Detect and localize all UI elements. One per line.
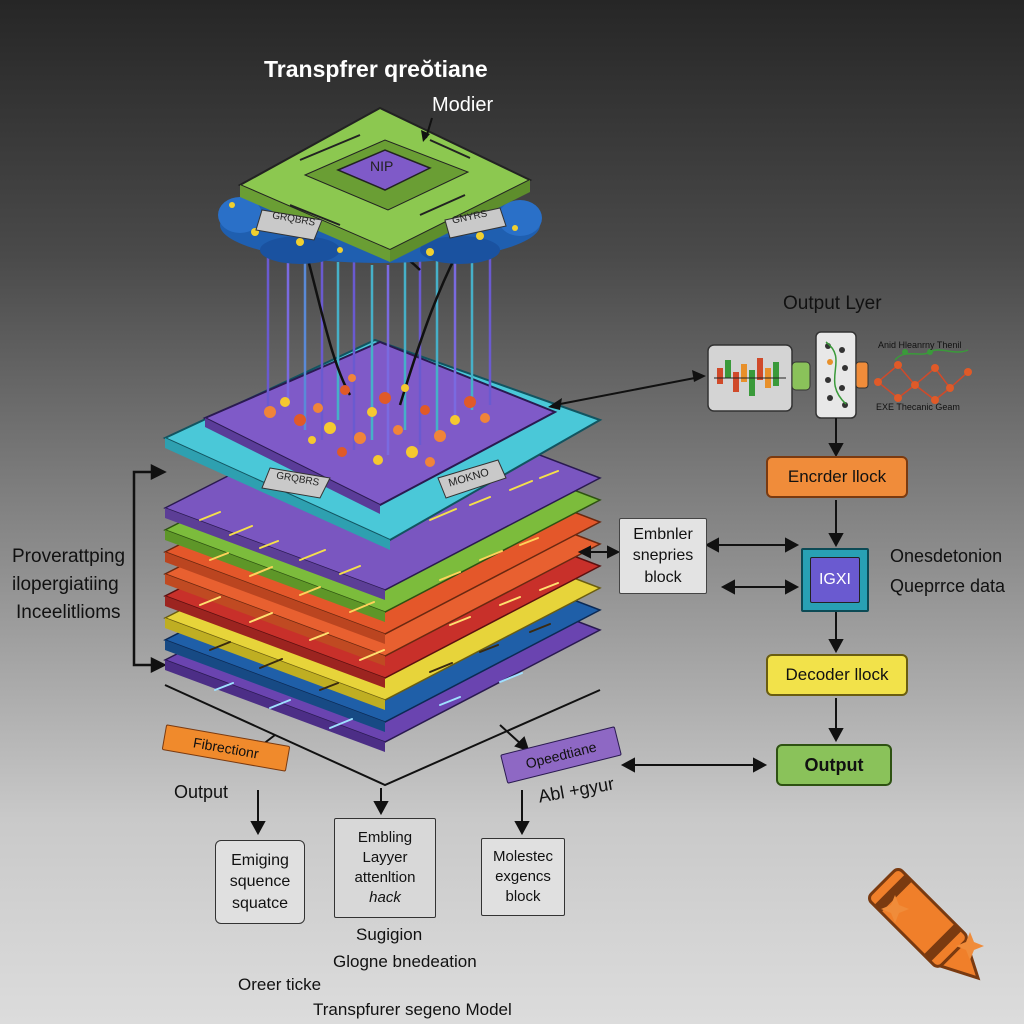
bottom-box-3-line: block [505, 888, 541, 906]
right-text-1: Onesdetonion [890, 546, 1003, 566]
output-layer-label: Output Lyer [783, 293, 882, 314]
circuit-texture [199, 470, 559, 729]
bottom-box-1-line: squatce [231, 894, 289, 912]
stack-to-signal-arrow [554, 376, 701, 406]
bottom-box-1-line: squence [229, 873, 291, 891]
footer-oreer: Oreer ticke [238, 975, 322, 994]
center-block: IGXI [810, 557, 860, 603]
mini-graph-top-label: Anid Hleanrny Thenil [878, 340, 962, 350]
bottom-box-1-line: Emiging [231, 851, 289, 869]
left-label-2: ilopergiatiing [12, 574, 119, 595]
sparkle-icon [881, 895, 909, 923]
left-label-1: Proverattping [12, 546, 126, 567]
stack-tag-right [437, 459, 507, 499]
left-feedback-bracket [132, 463, 167, 674]
bottom-box-3-line: Molestec [492, 847, 554, 865]
chip-pad-left [255, 209, 323, 241]
modier-label: Modier [432, 94, 494, 116]
chip-core [336, 149, 432, 191]
bottom-box-2-line: Layyer [362, 848, 408, 866]
center-block-frame: IGXI [801, 548, 869, 612]
output-left-label: Output [174, 782, 229, 802]
bottom-box-2-line: attenltion [354, 869, 416, 886]
bottom-box-1: Emiging squence squatce [215, 840, 305, 924]
bottom-box-2-line: Embling [357, 828, 413, 846]
encoder-block: Encrder llock [766, 456, 908, 498]
chip-pad-right [444, 207, 507, 239]
orange-connector [855, 361, 869, 389]
crayon-logo [868, 868, 981, 981]
footer-glogne: Glogne bnedeation [333, 952, 477, 971]
embedder-line: snepries [632, 547, 694, 565]
bottom-box-3: Molestec exgencs block [481, 838, 565, 916]
node-dots [264, 374, 490, 467]
bottom-box-3-line: exgencs [495, 867, 551, 885]
embedder-block: Embnler snepries block [619, 518, 707, 594]
signal-chart-box [707, 344, 793, 412]
mini-graph [874, 349, 972, 404]
dotted-column-box [815, 331, 857, 419]
diagram-title: Transpfrer qreŏtiane [264, 56, 488, 82]
bottom-box-2-line: hack [369, 889, 401, 907]
chip-core-label: NIP [370, 158, 394, 174]
signal-connector [791, 361, 811, 391]
decoder-block: Decoder llock [766, 654, 908, 696]
embedder-line: Embnler [633, 525, 693, 543]
embedder-line: block [644, 568, 682, 586]
stack-base-outline [164, 684, 601, 787]
output-block: Output [776, 744, 892, 786]
footer-sugion: Sugigion [356, 925, 423, 944]
stack-tag-left [261, 467, 331, 499]
footer-model: Transpfurer segeno Model [313, 1000, 512, 1019]
right-flow-arrows [250, 418, 844, 836]
right-text-2: Queprrce data [890, 576, 1006, 596]
sparkle-icon [956, 932, 984, 960]
left-label-3: Inceelitlioms [16, 602, 121, 623]
bottom-box-2: Embling Layyer attenltion hack [334, 818, 436, 918]
mini-graph-bottom-label: EXE Thecanic Geam [876, 402, 960, 412]
